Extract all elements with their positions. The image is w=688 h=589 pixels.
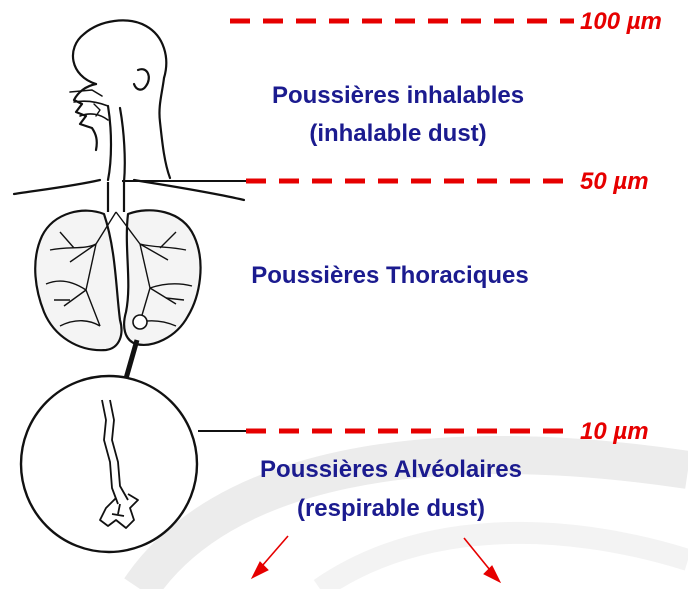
- inhalable-english-label: (inhalable dust): [244, 119, 552, 149]
- respirable-english-label: (respirable dust): [226, 494, 556, 524]
- background-swoosh: [320, 533, 688, 589]
- head-illustration: [14, 20, 244, 200]
- size-label-100: 100 µm: [580, 8, 662, 36]
- arrow-left-icon: [252, 536, 288, 578]
- lungs-illustration: [35, 182, 200, 350]
- thoracic-label: Poussières Thoraciques: [222, 261, 558, 291]
- size-label-50: 50 µm: [580, 168, 649, 196]
- alveolar-label: Poussières Alvéolaires: [226, 455, 556, 485]
- size-label-10: 10 µm: [580, 418, 649, 446]
- alveoli-magnified-illustration: [21, 376, 197, 552]
- inhalable-label: Poussières inhalables: [244, 81, 552, 111]
